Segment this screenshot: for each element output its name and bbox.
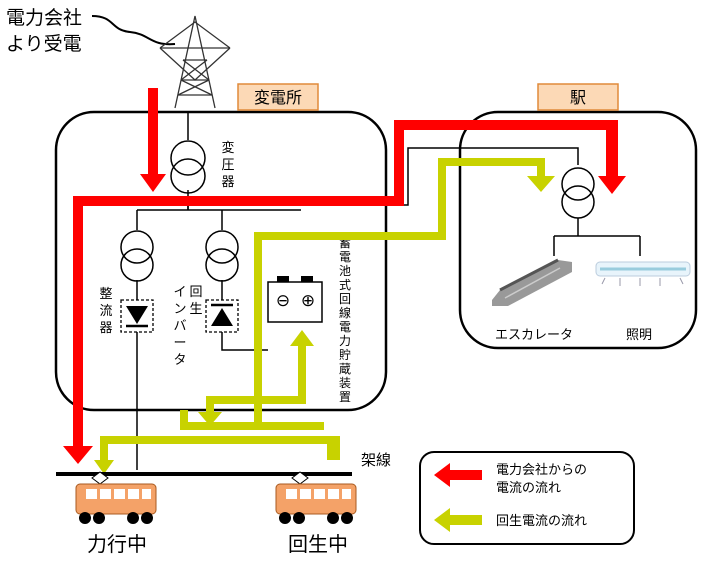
- escalator-icon: [492, 258, 572, 306]
- substation-tag: [237, 83, 319, 111]
- svg-text:回: 回: [339, 292, 351, 306]
- svg-text:置: 置: [339, 390, 351, 404]
- substation-box: [54, 110, 388, 412]
- transformer-label-3: 器: [221, 175, 234, 190]
- inverter-transformer-icon: [205, 230, 239, 282]
- power-source-label-2: より受電: [6, 33, 82, 55]
- transformer-label-2: 圧: [221, 158, 234, 173]
- svg-text:式: 式: [339, 278, 351, 292]
- legend-red-arrow: [434, 463, 482, 487]
- inverter-label-2c: バ: [173, 319, 186, 334]
- inverter-diode-icon: [205, 299, 239, 333]
- inverter-label-1a: 回: [189, 285, 202, 300]
- train-powering-label: 力行中: [87, 532, 147, 556]
- rectifier-label-2: 流: [99, 304, 112, 319]
- overhead-line-label: 架線: [361, 451, 391, 469]
- legend-yellow-arrow: [434, 508, 482, 532]
- escalator-label: エスカレータ: [495, 328, 573, 343]
- svg-text:線: 線: [339, 305, 351, 320]
- legend-yellow-label: 回生電流の流れ: [496, 514, 587, 529]
- svg-text:貯: 貯: [339, 348, 351, 362]
- rectifier-label-1: 整: [99, 287, 112, 302]
- rectifier-label-3: 器: [99, 321, 112, 336]
- station-transformer-icon: [561, 167, 595, 219]
- power-source-label-1: 電力会社: [6, 7, 82, 29]
- lighting-icon: [595, 261, 691, 286]
- station-tag: [537, 83, 619, 111]
- inverter-label-2a: イ: [173, 285, 186, 300]
- svg-text:池: 池: [339, 264, 351, 278]
- train-regen-label: 回生中: [288, 532, 348, 556]
- regen-flow-arrows: [94, 158, 555, 474]
- train-regen-icon: [275, 471, 357, 524]
- inverter-label-2b: ン: [173, 302, 186, 317]
- inverter-label-2d: ー: [173, 336, 186, 351]
- inverter-label-2e: タ: [173, 353, 186, 368]
- battery-minus: ⊖: [276, 291, 290, 311]
- station-box: [458, 110, 698, 350]
- battery-plus: ⊕: [301, 291, 315, 311]
- battery-icon: [267, 276, 323, 323]
- lighting-label: 照明: [626, 328, 652, 343]
- svg-text:蔵: 蔵: [339, 362, 351, 376]
- train-powering-icon: [75, 471, 157, 524]
- substation-label: 変電所: [254, 88, 302, 107]
- storage-label: 蓄 電 池 式 回 線 電 力 貯 蔵 装 置: [339, 236, 351, 404]
- legend-red-label-1: 電力会社からの: [496, 462, 587, 478]
- rectifier-transformer-icon: [120, 230, 154, 282]
- inverter-label-1b: 生: [189, 302, 202, 317]
- rectifier-diode-icon: [120, 299, 154, 333]
- svg-text:力: 力: [339, 334, 351, 348]
- svg-text:装: 装: [339, 376, 351, 390]
- legend-red-label-2: 電流の流れ: [496, 481, 561, 496]
- station-label: 駅: [570, 88, 586, 107]
- svg-text:電: 電: [339, 320, 351, 334]
- incoming-cable: [91, 15, 176, 46]
- main-transformer-icon: [170, 140, 206, 194]
- utility-flow-arrows: [63, 88, 626, 464]
- transmission-tower-icon: [159, 15, 231, 109]
- transformer-label-1: 変: [221, 140, 234, 156]
- svg-text:電: 電: [339, 250, 351, 264]
